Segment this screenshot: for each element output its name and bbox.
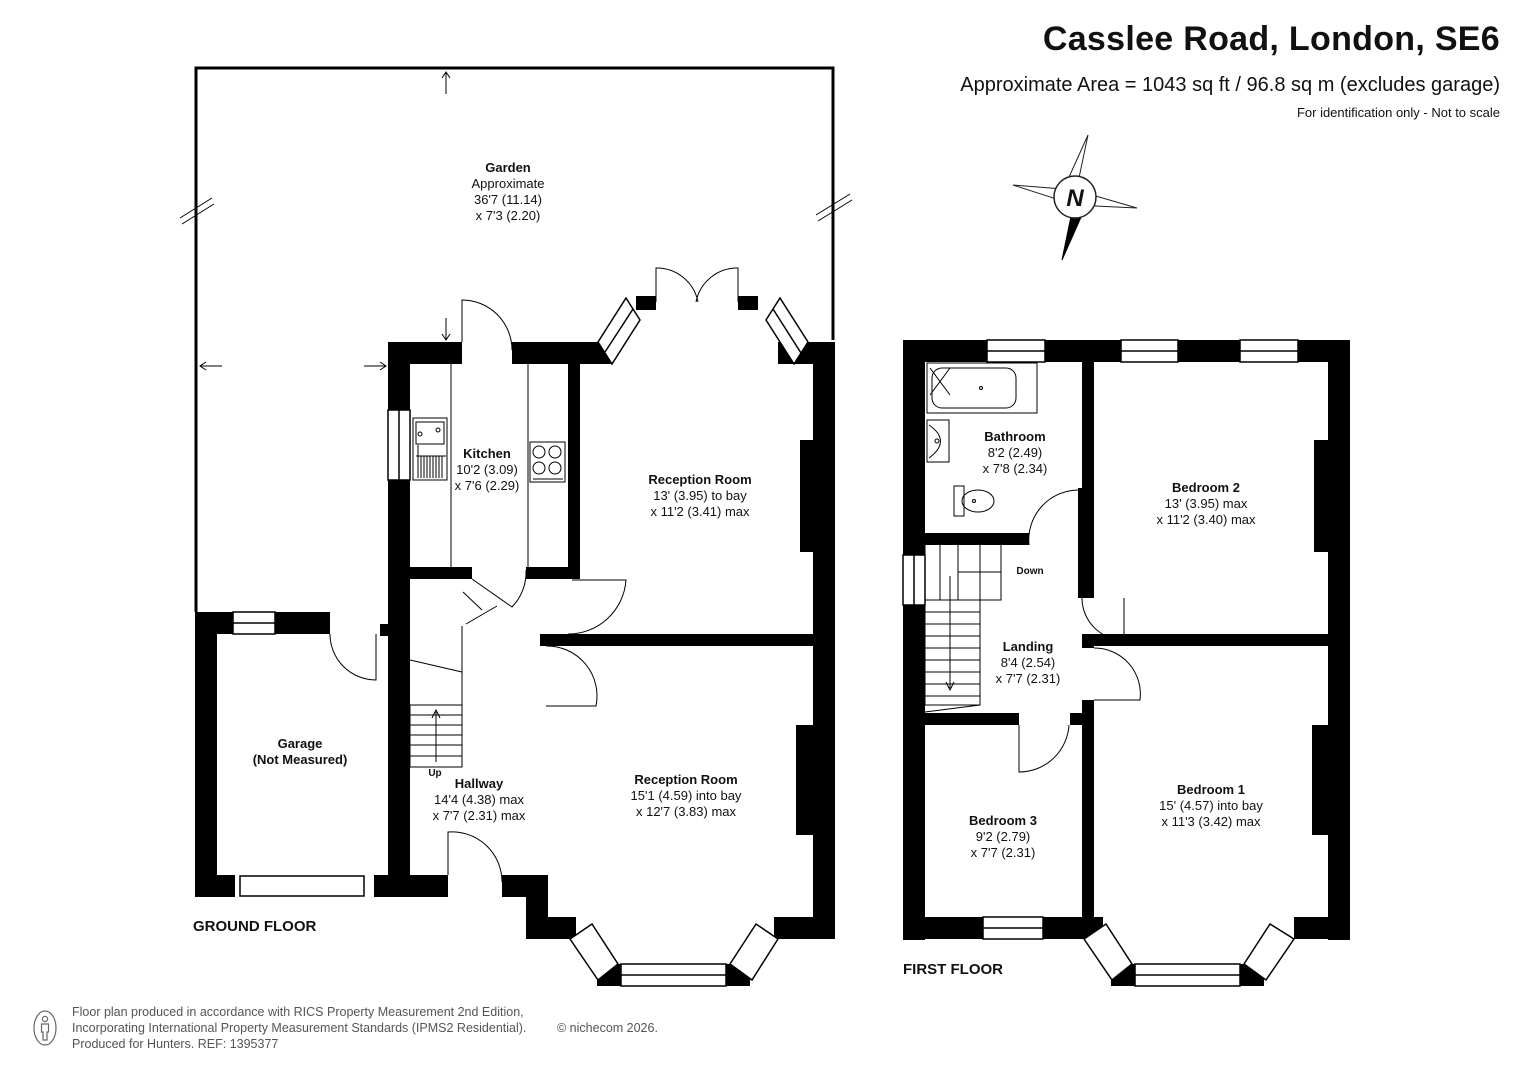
room-name: Bathroom xyxy=(984,429,1045,444)
room-bedroom-2: Bedroom 2 13' (3.95) max x 11'2 (3.40) m… xyxy=(1156,480,1256,527)
room-name: Landing xyxy=(1003,639,1054,654)
room-dim: 8'2 (2.49) xyxy=(988,445,1043,460)
room-name: Hallway xyxy=(455,776,504,791)
room-bathroom: Bathroom 8'2 (2.49) x 7'8 (2.34) xyxy=(983,429,1048,476)
room-dim: 15'1 (4.59) into bay xyxy=(631,788,742,803)
room-kitchen: Kitchen 10'2 (3.09) x 7'6 (2.29) xyxy=(455,446,520,493)
room-reception-front: Reception Room 15'1 (4.59) into bay x 12… xyxy=(631,772,742,819)
room-name: Garden xyxy=(485,160,531,175)
approximate-area: Approximate Area = 1043 sq ft / 96.8 sq … xyxy=(960,74,1500,96)
first-floor: Bathroom 8'2 (2.49) x 7'8 (2.34) Bedroom… xyxy=(902,339,1350,987)
room-dim: x 12'7 (3.83) max xyxy=(636,804,737,819)
page-title: Casslee Road, London, SE6 xyxy=(1042,20,1500,58)
room-dim: x 11'3 (3.42) max xyxy=(1161,814,1261,829)
ground-floor: Garden Approximate 36'7 (11.14) x 7'3 (2… xyxy=(179,66,853,987)
footer-line-3: Produced for Hunters. REF: 1395377 xyxy=(72,1037,279,1051)
compass-icon: N xyxy=(1012,134,1138,261)
room-dim: Approximate xyxy=(472,176,545,191)
room-dim: x 7'8 (2.34) xyxy=(983,461,1048,476)
room-name: Reception Room xyxy=(634,772,737,787)
room-dim: 15' (4.57) into bay xyxy=(1159,798,1263,813)
room-reception-rear: Reception Room 13' (3.95) to bay x 11'2 … xyxy=(648,472,751,519)
room-name: Reception Room xyxy=(648,472,751,487)
room-bedroom-1: Bedroom 1 15' (4.57) into bay x 11'3 (3.… xyxy=(1159,782,1263,829)
compass-letter: N xyxy=(1066,185,1084,212)
room-name: Bedroom 2 xyxy=(1172,480,1240,495)
room-dim: x 11'2 (3.41) max xyxy=(650,504,750,519)
room-name: Kitchen xyxy=(463,446,511,461)
first-floor-label: FIRST FLOOR xyxy=(903,961,1003,978)
stairs-down-label: Down xyxy=(1016,566,1043,577)
room-dim: (Not Measured) xyxy=(253,752,348,767)
room-hallway: Hallway 14'4 (4.38) max x 7'7 (2.31) max xyxy=(433,776,526,823)
footer-line-1: Floor plan produced in accordance with R… xyxy=(72,1005,524,1019)
room-dim: 14'4 (4.38) max xyxy=(434,792,524,807)
room-dim: x 7'7 (2.31) xyxy=(996,671,1061,686)
room-dim: 13' (3.95) max xyxy=(1165,496,1248,511)
copyright: © nichecom 2026. xyxy=(557,1021,658,1035)
room-name: Garage xyxy=(278,736,323,751)
room-dim: 8'4 (2.54) xyxy=(1001,655,1056,670)
room-dim: x 11'2 (3.40) max xyxy=(1156,512,1256,527)
room-dim: x 7'6 (2.29) xyxy=(455,478,520,493)
room-dim: 9'2 (2.79) xyxy=(976,829,1031,844)
room-landing: Landing 8'4 (2.54) x 7'7 (2.31) xyxy=(996,639,1061,686)
room-dim: 36'7 (11.14) xyxy=(474,192,542,207)
room-dim: x 7'7 (2.31) xyxy=(971,845,1036,860)
footer-line-2: Incorporating International Property Mea… xyxy=(72,1021,527,1035)
room-garden: Garden Approximate 36'7 (11.14) x 7'3 (2… xyxy=(472,160,545,223)
scale-note: For identification only - Not to scale xyxy=(1296,105,1500,120)
room-name: Bedroom 3 xyxy=(969,813,1037,828)
ground-floor-label: GROUND FLOOR xyxy=(193,918,316,935)
room-garage: Garage (Not Measured) xyxy=(253,736,348,767)
person-icon xyxy=(33,1010,57,1046)
room-dim: x 7'3 (2.20) xyxy=(476,208,541,223)
room-name: Bedroom 1 xyxy=(1177,782,1245,797)
room-dim: x 7'7 (2.31) max xyxy=(433,808,526,823)
footer: Floor plan produced in accordance with R… xyxy=(72,1004,658,1052)
room-dim: 13' (3.95) to bay xyxy=(653,488,747,503)
room-dim: 10'2 (3.09) xyxy=(456,462,518,477)
room-bedroom-3: Bedroom 3 9'2 (2.79) x 7'7 (2.31) xyxy=(969,813,1037,860)
stairs-up-label: Up xyxy=(428,768,441,779)
